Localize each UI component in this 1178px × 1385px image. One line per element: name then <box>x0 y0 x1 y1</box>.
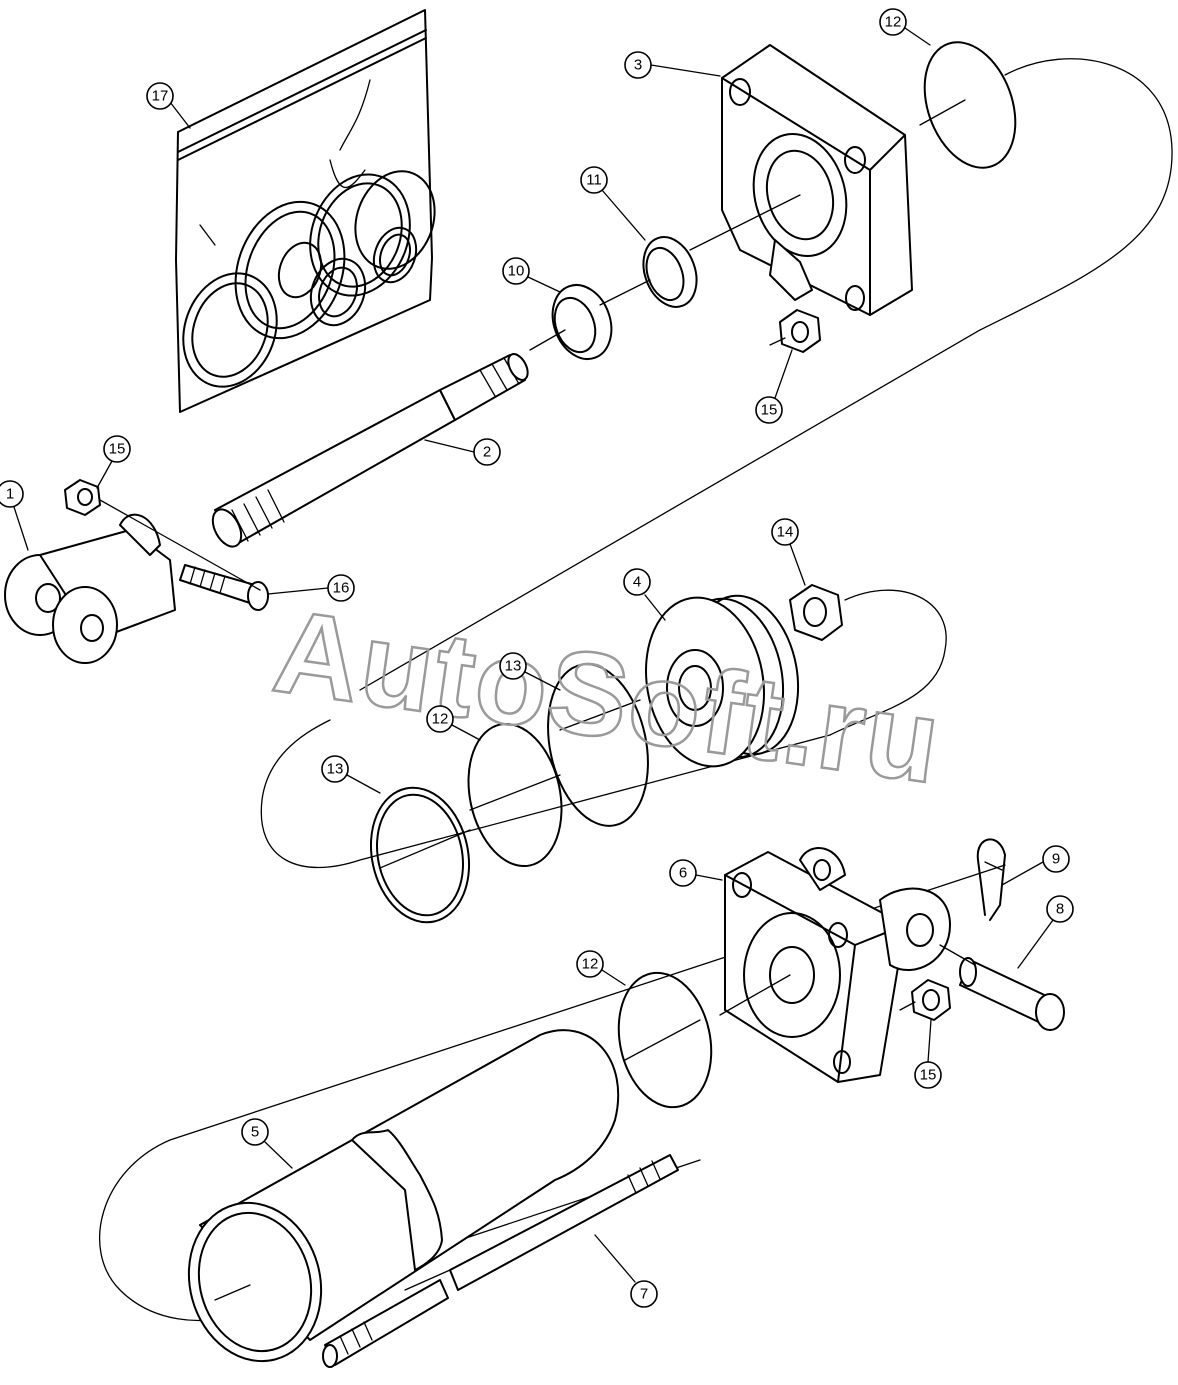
callout-4: 4 <box>623 568 666 621</box>
piston-rod <box>211 353 529 548</box>
svg-text:8: 8 <box>1056 901 1064 918</box>
svg-text:12: 12 <box>432 711 449 728</box>
svg-text:13: 13 <box>327 761 344 778</box>
callout-6: 6 <box>669 859 723 887</box>
seal-ring-13-lower-inner <box>376 793 464 917</box>
callout-7: 7 <box>594 1234 658 1308</box>
callout-9: 9 <box>1001 845 1070 886</box>
callout-13-lower: 13 <box>321 755 381 794</box>
watermark: AutoSoft.ru <box>266 585 949 809</box>
cap-screw-16 <box>179 564 269 611</box>
piston-4 <box>645 594 800 768</box>
o-ring-12-piston <box>467 722 563 868</box>
svg-text:3: 3 <box>634 57 642 74</box>
callout-14: 14 <box>771 518 806 586</box>
callout-13-upper: 13 <box>499 652 561 691</box>
svg-text:4: 4 <box>633 574 641 591</box>
wiper-seal-11 <box>642 236 698 308</box>
svg-text:17: 17 <box>152 88 169 105</box>
svg-text:14: 14 <box>777 524 794 541</box>
svg-text:11: 11 <box>586 172 602 189</box>
svg-text:15: 15 <box>109 441 126 458</box>
clevis-pin-8 <box>959 957 1065 1031</box>
svg-text:7: 7 <box>640 1286 648 1303</box>
callout-15-clevis: 15 <box>96 435 131 489</box>
callout-1: 1 <box>0 480 29 551</box>
callout-2: 2 <box>424 438 501 466</box>
seal-ring-13-lower <box>369 786 471 924</box>
hairpin-clip-9 <box>976 838 1006 921</box>
callout-12-top: 12 <box>879 8 931 46</box>
svg-text:16: 16 <box>333 580 350 597</box>
svg-text:9: 9 <box>1052 851 1060 868</box>
seal-ring-13-upper <box>547 663 649 827</box>
callout-15-head: 15 <box>755 349 793 424</box>
assembly-axis-lines <box>99 99 976 1301</box>
callout-10: 10 <box>502 257 561 293</box>
head-gland <box>721 44 913 316</box>
callout-12-cap: 12 <box>576 950 626 986</box>
svg-text:12: 12 <box>885 14 902 31</box>
callout-11: 11 <box>580 166 646 241</box>
o-ring-12-cap <box>617 971 713 1109</box>
seal-kit-bag <box>175 9 436 413</box>
nut-15-clevis <box>64 479 101 516</box>
svg-text:15: 15 <box>761 402 778 419</box>
group-outline-piston <box>260 589 947 868</box>
svg-text:15: 15 <box>920 1067 937 1084</box>
callout-15-cap: 15 <box>914 1019 942 1089</box>
o-ring-12-top <box>923 41 1017 169</box>
nut-15-head <box>779 309 821 353</box>
callout-8: 8 <box>1017 895 1074 969</box>
piston-nut-14 <box>789 584 843 641</box>
svg-text:6: 6 <box>679 865 687 882</box>
nut-15-cap <box>911 979 951 1021</box>
svg-text:10: 10 <box>508 263 525 280</box>
svg-text:12: 12 <box>582 956 599 973</box>
svg-text:13: 13 <box>505 658 522 675</box>
callout-5: 5 <box>241 1118 293 1169</box>
callout-12-piston: 12 <box>426 705 481 741</box>
svg-text:1: 1 <box>6 486 14 503</box>
callout-17: 17 <box>146 82 191 129</box>
svg-text:5: 5 <box>251 1124 259 1141</box>
svg-text:2: 2 <box>483 444 491 461</box>
cap-end-6 <box>724 847 951 1083</box>
group-outline-head <box>359 58 1173 691</box>
callout-16: 16 <box>267 574 355 602</box>
rod-clevis <box>4 513 176 664</box>
tie-rod-7 <box>322 1154 679 1368</box>
callout-3: 3 <box>624 51 721 79</box>
rod-seal-10 <box>551 284 613 360</box>
cylinder-tube-5 <box>187 1029 620 1363</box>
